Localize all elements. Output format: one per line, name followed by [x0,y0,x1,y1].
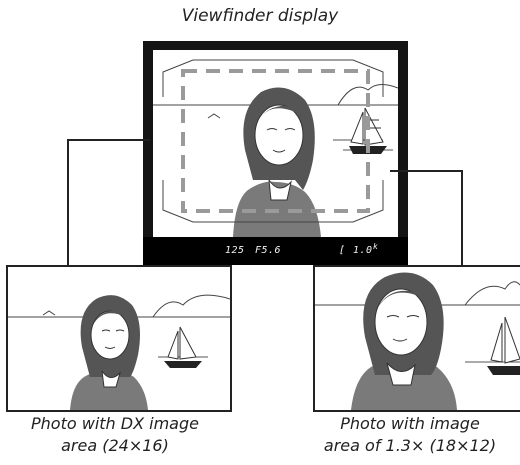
photo-dx-illustration [8,294,230,410]
viewfinder-status-bar: 125 F5.6 [ 1.0 k [143,237,408,265]
viewfinder-illustration [153,59,398,237]
caption-dx: Photo with DX image area (24×16) [0,413,230,457]
caption-13x-line1: Photo with image [340,414,480,433]
photo-13x-area [313,265,520,412]
viewfinder-scene [153,50,398,237]
leader-line-right-vertical [461,170,463,267]
caption-dx-line2: area (24×16) [61,436,169,455]
diagram-title: Viewfinder display [181,6,339,26]
frame-count-suffix: k [373,242,379,251]
caption-dx-line1: Photo with DX image [31,414,199,433]
caption-13x: Photo with image area of 1.3× (18×12) [300,413,520,457]
shutter-speed: 125 [225,245,245,256]
leader-line-left-vertical [67,139,69,267]
leader-line-left-horizontal [67,139,150,141]
caption-13x-line2: area of 1.3× (18×12) [323,436,497,455]
frame-count: 1.0 [353,245,373,256]
photo-13x-illustration [315,272,520,410]
leader-line-right-horizontal [390,170,463,172]
photo-dx-area [6,265,232,412]
frame-count-bracket: [ [339,245,346,256]
aperture: F5.6 [255,245,282,256]
